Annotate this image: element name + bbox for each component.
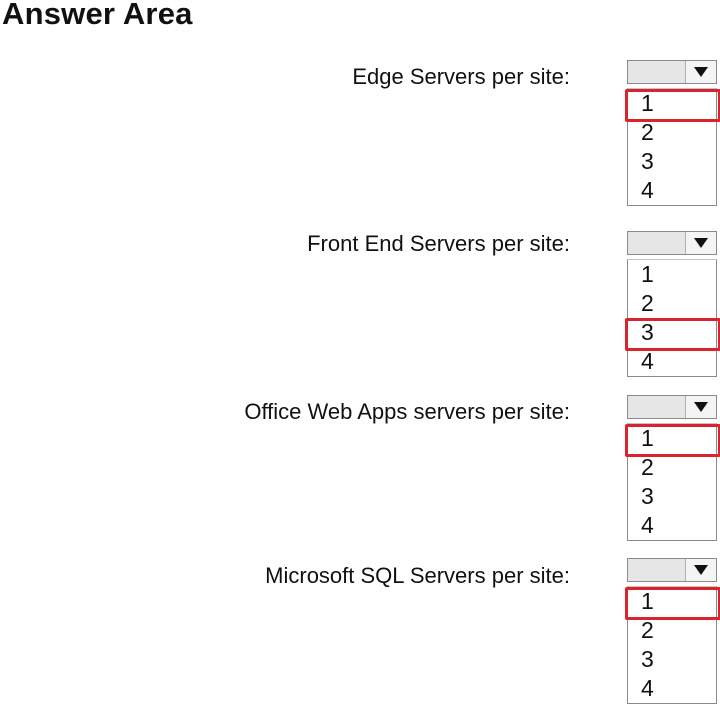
dropdown-option[interactable]: 4 xyxy=(641,348,654,374)
dropdown-option[interactable]: 2 xyxy=(641,290,654,316)
triangle-down-icon[interactable] xyxy=(685,396,716,418)
dropdown-option[interactable]: 4 xyxy=(641,177,654,203)
dropdown-option-selected[interactable]: 1 xyxy=(625,424,720,457)
triangle-down-icon[interactable] xyxy=(685,559,716,581)
dropdown-option[interactable]: 4 xyxy=(641,512,654,538)
dropdown-option[interactable]: 2 xyxy=(641,119,654,145)
dropdown-option[interactable]: 3 xyxy=(641,483,654,509)
question-label: Front End Servers per site: xyxy=(307,231,570,256)
dropdown-option[interactable]: 2 xyxy=(641,454,654,480)
dropdown-option-selected[interactable]: 3 xyxy=(625,318,720,351)
triangle-down-icon[interactable] xyxy=(685,61,716,83)
dropdown-option[interactable]: 3 xyxy=(641,646,654,672)
dropdown-option[interactable]: 1 xyxy=(641,261,654,287)
triangle-down-icon[interactable] xyxy=(685,232,716,254)
dropdown-options: 1 2 3 4 xyxy=(625,259,720,377)
question-edge-servers: Edge Servers per site: 1 2 3 4 xyxy=(0,60,720,210)
question-label: Edge Servers per site: xyxy=(352,64,570,89)
dropdown-options: 1 2 3 4 xyxy=(625,88,720,206)
dropdown-option-selected[interactable]: 1 xyxy=(625,587,720,620)
dropdown-option[interactable]: 3 xyxy=(641,148,654,174)
answer-area-title: Answer Area xyxy=(2,0,193,31)
question-office-web-apps: Office Web Apps servers per site: 1 2 3 … xyxy=(0,395,720,545)
dropdown-header[interactable] xyxy=(627,558,717,582)
dropdown-header[interactable] xyxy=(627,60,717,84)
question-label: Microsoft SQL Servers per site: xyxy=(265,563,570,588)
dropdown-options: 1 2 3 4 xyxy=(625,586,720,704)
dropdown-sql-servers[interactable]: 1 2 3 4 xyxy=(625,558,720,704)
dropdown-option[interactable]: 2 xyxy=(641,617,654,643)
dropdown-header[interactable] xyxy=(627,231,717,255)
dropdown-office-web-apps[interactable]: 1 2 3 4 xyxy=(625,395,720,541)
question-sql-servers: Microsoft SQL Servers per site: 1 2 3 4 xyxy=(0,558,720,708)
dropdown-edge-servers[interactable]: 1 2 3 4 xyxy=(625,60,720,206)
question-label: Office Web Apps servers per site: xyxy=(244,399,570,424)
question-front-end-servers: Front End Servers per site: 1 2 3 4 xyxy=(0,231,720,381)
dropdown-front-end-servers[interactable]: 1 2 3 4 xyxy=(625,231,720,377)
dropdown-option[interactable]: 4 xyxy=(641,675,654,701)
dropdown-header[interactable] xyxy=(627,395,717,419)
dropdown-options: 1 2 3 4 xyxy=(625,423,720,541)
dropdown-option-selected[interactable]: 1 xyxy=(625,89,720,122)
